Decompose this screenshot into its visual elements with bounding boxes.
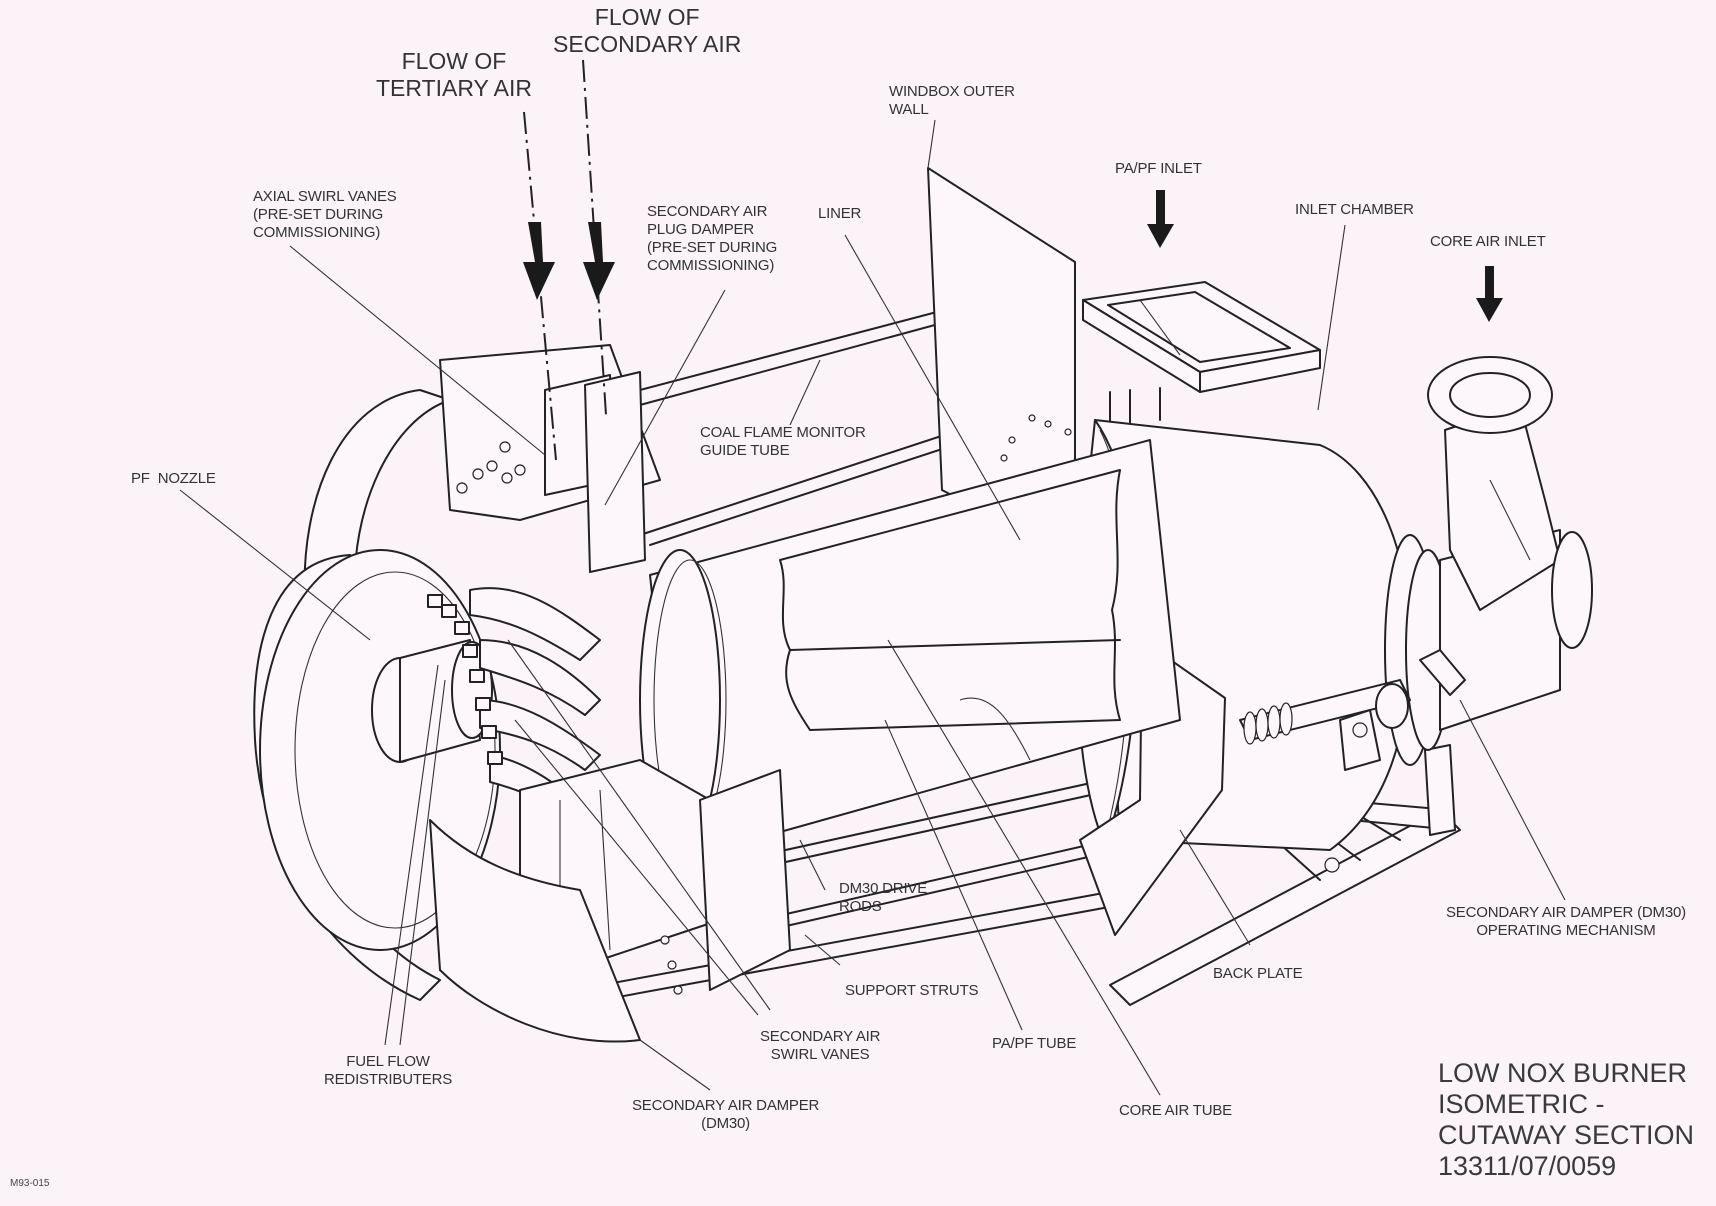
back-plate-label: BACK PLATE <box>1213 965 1303 982</box>
reference-code: M93-015 <box>10 1178 50 1189</box>
title-block: LOW NOX BURNER ISOMETRIC - CUTAWAY SECTI… <box>1438 1058 1694 1182</box>
inlet-chamber-label: INLET CHAMBER <box>1295 201 1414 218</box>
flow-of-secondary-air-label: FLOW OF SECONDARY AIR <box>553 4 742 57</box>
title-line-2: ISOMETRIC - <box>1438 1089 1605 1119</box>
secondary-air-flow-arrow <box>582 59 615 416</box>
back-plate <box>1079 639 1226 936</box>
spring <box>1243 702 1293 745</box>
fuel-flow-redistributers <box>427 594 503 765</box>
front-burner-assembly <box>253 344 791 1043</box>
pa-pf-inlet-box <box>1082 281 1321 431</box>
damper-operating-mechanism <box>1239 649 1466 771</box>
windbox-outer-wall-label: WINDBOX OUTER WALL <box>889 83 1015 118</box>
drawing-number: 13311/07/0059 <box>1438 1151 1617 1181</box>
core-air-inlet-arrow <box>1476 266 1503 322</box>
axial-swirl-vanes-label: AXIAL SWIRL VANES (PRE-SET DURING COMMIS… <box>253 188 397 241</box>
secondary-air-plug-damper-label: SECONDARY AIR PLUG DAMPER (PRE-SET DURIN… <box>647 203 778 274</box>
support-struts-label: SUPPORT STRUTS <box>845 982 979 999</box>
fuel-flow-redistributers-label: FUEL FLOW REDISTRIBUTERS <box>324 1053 453 1088</box>
liner-label: LINER <box>818 205 862 222</box>
dm30-drive-rods-label: DM30 DRIVE RODS <box>839 880 928 915</box>
windbox-bolts <box>1000 414 1072 462</box>
leader-lines <box>179 119 1566 1096</box>
secondary-air-damper-mechanism-label: SECONDARY AIR DAMPER (DM30) OPERATING ME… <box>1446 904 1686 939</box>
pa-pf-inlet-arrow <box>1147 190 1174 248</box>
coal-flame-monitor-guide-tube-label: COAL FLAME MONITOR GUIDE TUBE <box>700 424 866 459</box>
tertiary-air-flow-arrow <box>523 111 557 461</box>
flow-of-tertiary-air-label: FLOW OF TERTIARY AIR <box>376 48 532 101</box>
title-line-1: LOW NOX BURNER <box>1438 1058 1688 1088</box>
pa-pf-tube-label: PA/PF TUBE <box>992 1035 1077 1052</box>
secondary-air-swirl-vanes-label: SECONDARY AIR SWIRL VANES <box>760 1028 881 1063</box>
title-line-3: CUTAWAY SECTION <box>1438 1120 1695 1150</box>
pa-pf-inlet-label: PA/PF INLET <box>1115 160 1202 177</box>
core-air-inlet-label: CORE AIR INLET <box>1430 233 1546 250</box>
core-air-inlet-elbow <box>1427 356 1593 649</box>
pf-nozzle-label: PF NOZZLE <box>131 470 216 487</box>
secondary-air-damper-label: SECONDARY AIR DAMPER (DM30) <box>632 1097 820 1132</box>
core-air-tube-label: CORE AIR TUBE <box>1119 1102 1232 1119</box>
